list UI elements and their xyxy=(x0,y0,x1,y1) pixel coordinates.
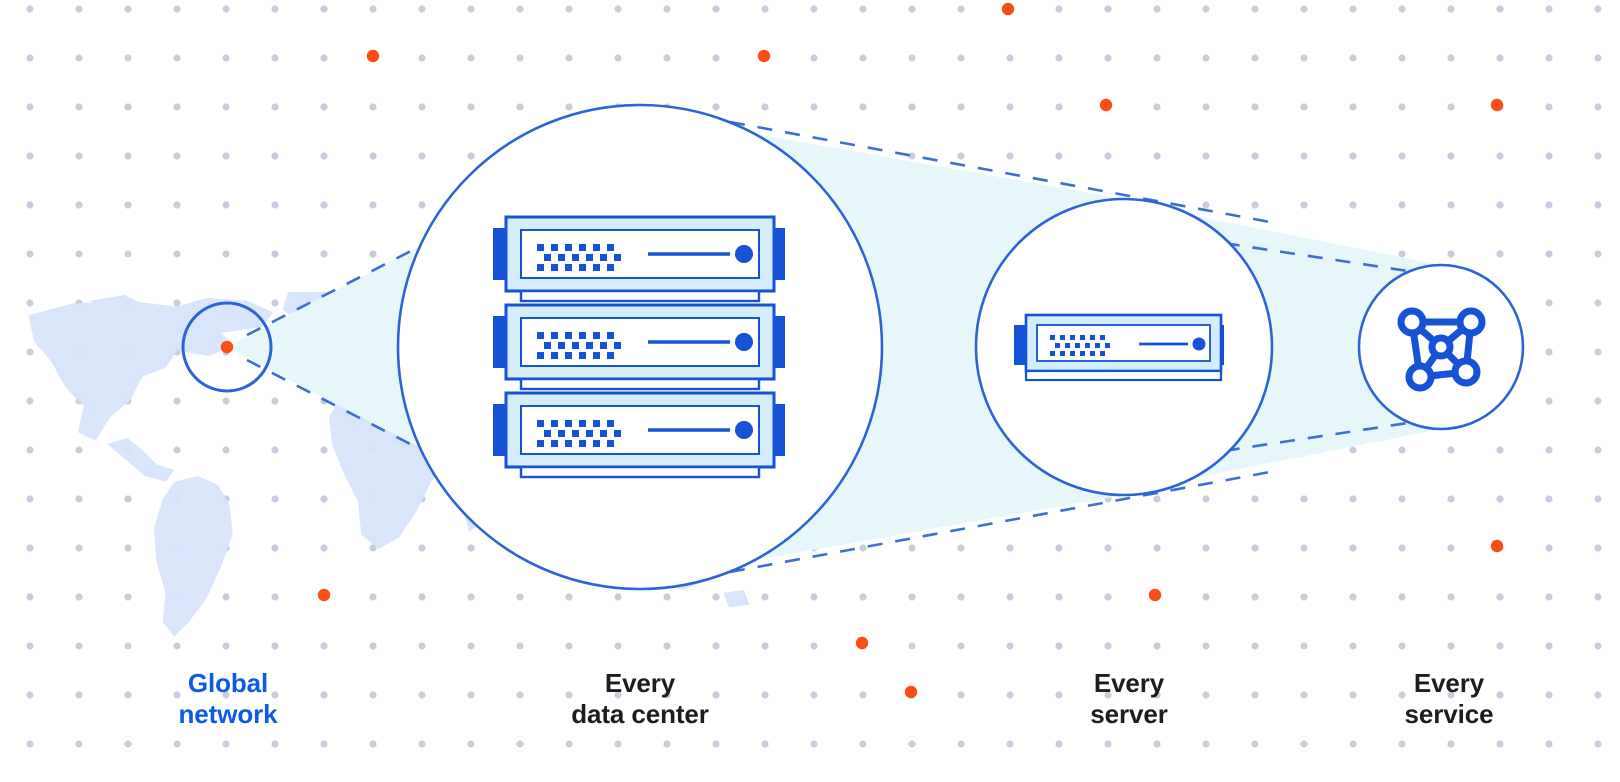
network-node-dots xyxy=(1397,307,1486,392)
orange-dot xyxy=(904,685,918,699)
server-rack-icon xyxy=(493,215,785,479)
map-focus-circle xyxy=(181,301,273,393)
orange-dot xyxy=(1490,98,1504,112)
orange-dot xyxy=(317,588,331,602)
orange-dot xyxy=(1001,2,1015,16)
orange-dot xyxy=(1099,98,1113,112)
orange-dot xyxy=(757,49,771,63)
stage-label-global-network: Global network xyxy=(178,668,278,729)
orange-dot xyxy=(1148,588,1162,602)
stage-label-every-service: Every service xyxy=(1404,668,1494,729)
stage-label-every-server: Every server xyxy=(1090,668,1168,729)
orange-dot xyxy=(855,636,869,650)
orange-dot xyxy=(220,340,234,354)
server-unit-icon xyxy=(1014,313,1224,382)
orange-dot xyxy=(366,49,380,63)
stage-label-every-data-center: Every data center xyxy=(571,668,709,729)
orange-dot xyxy=(1490,539,1504,553)
